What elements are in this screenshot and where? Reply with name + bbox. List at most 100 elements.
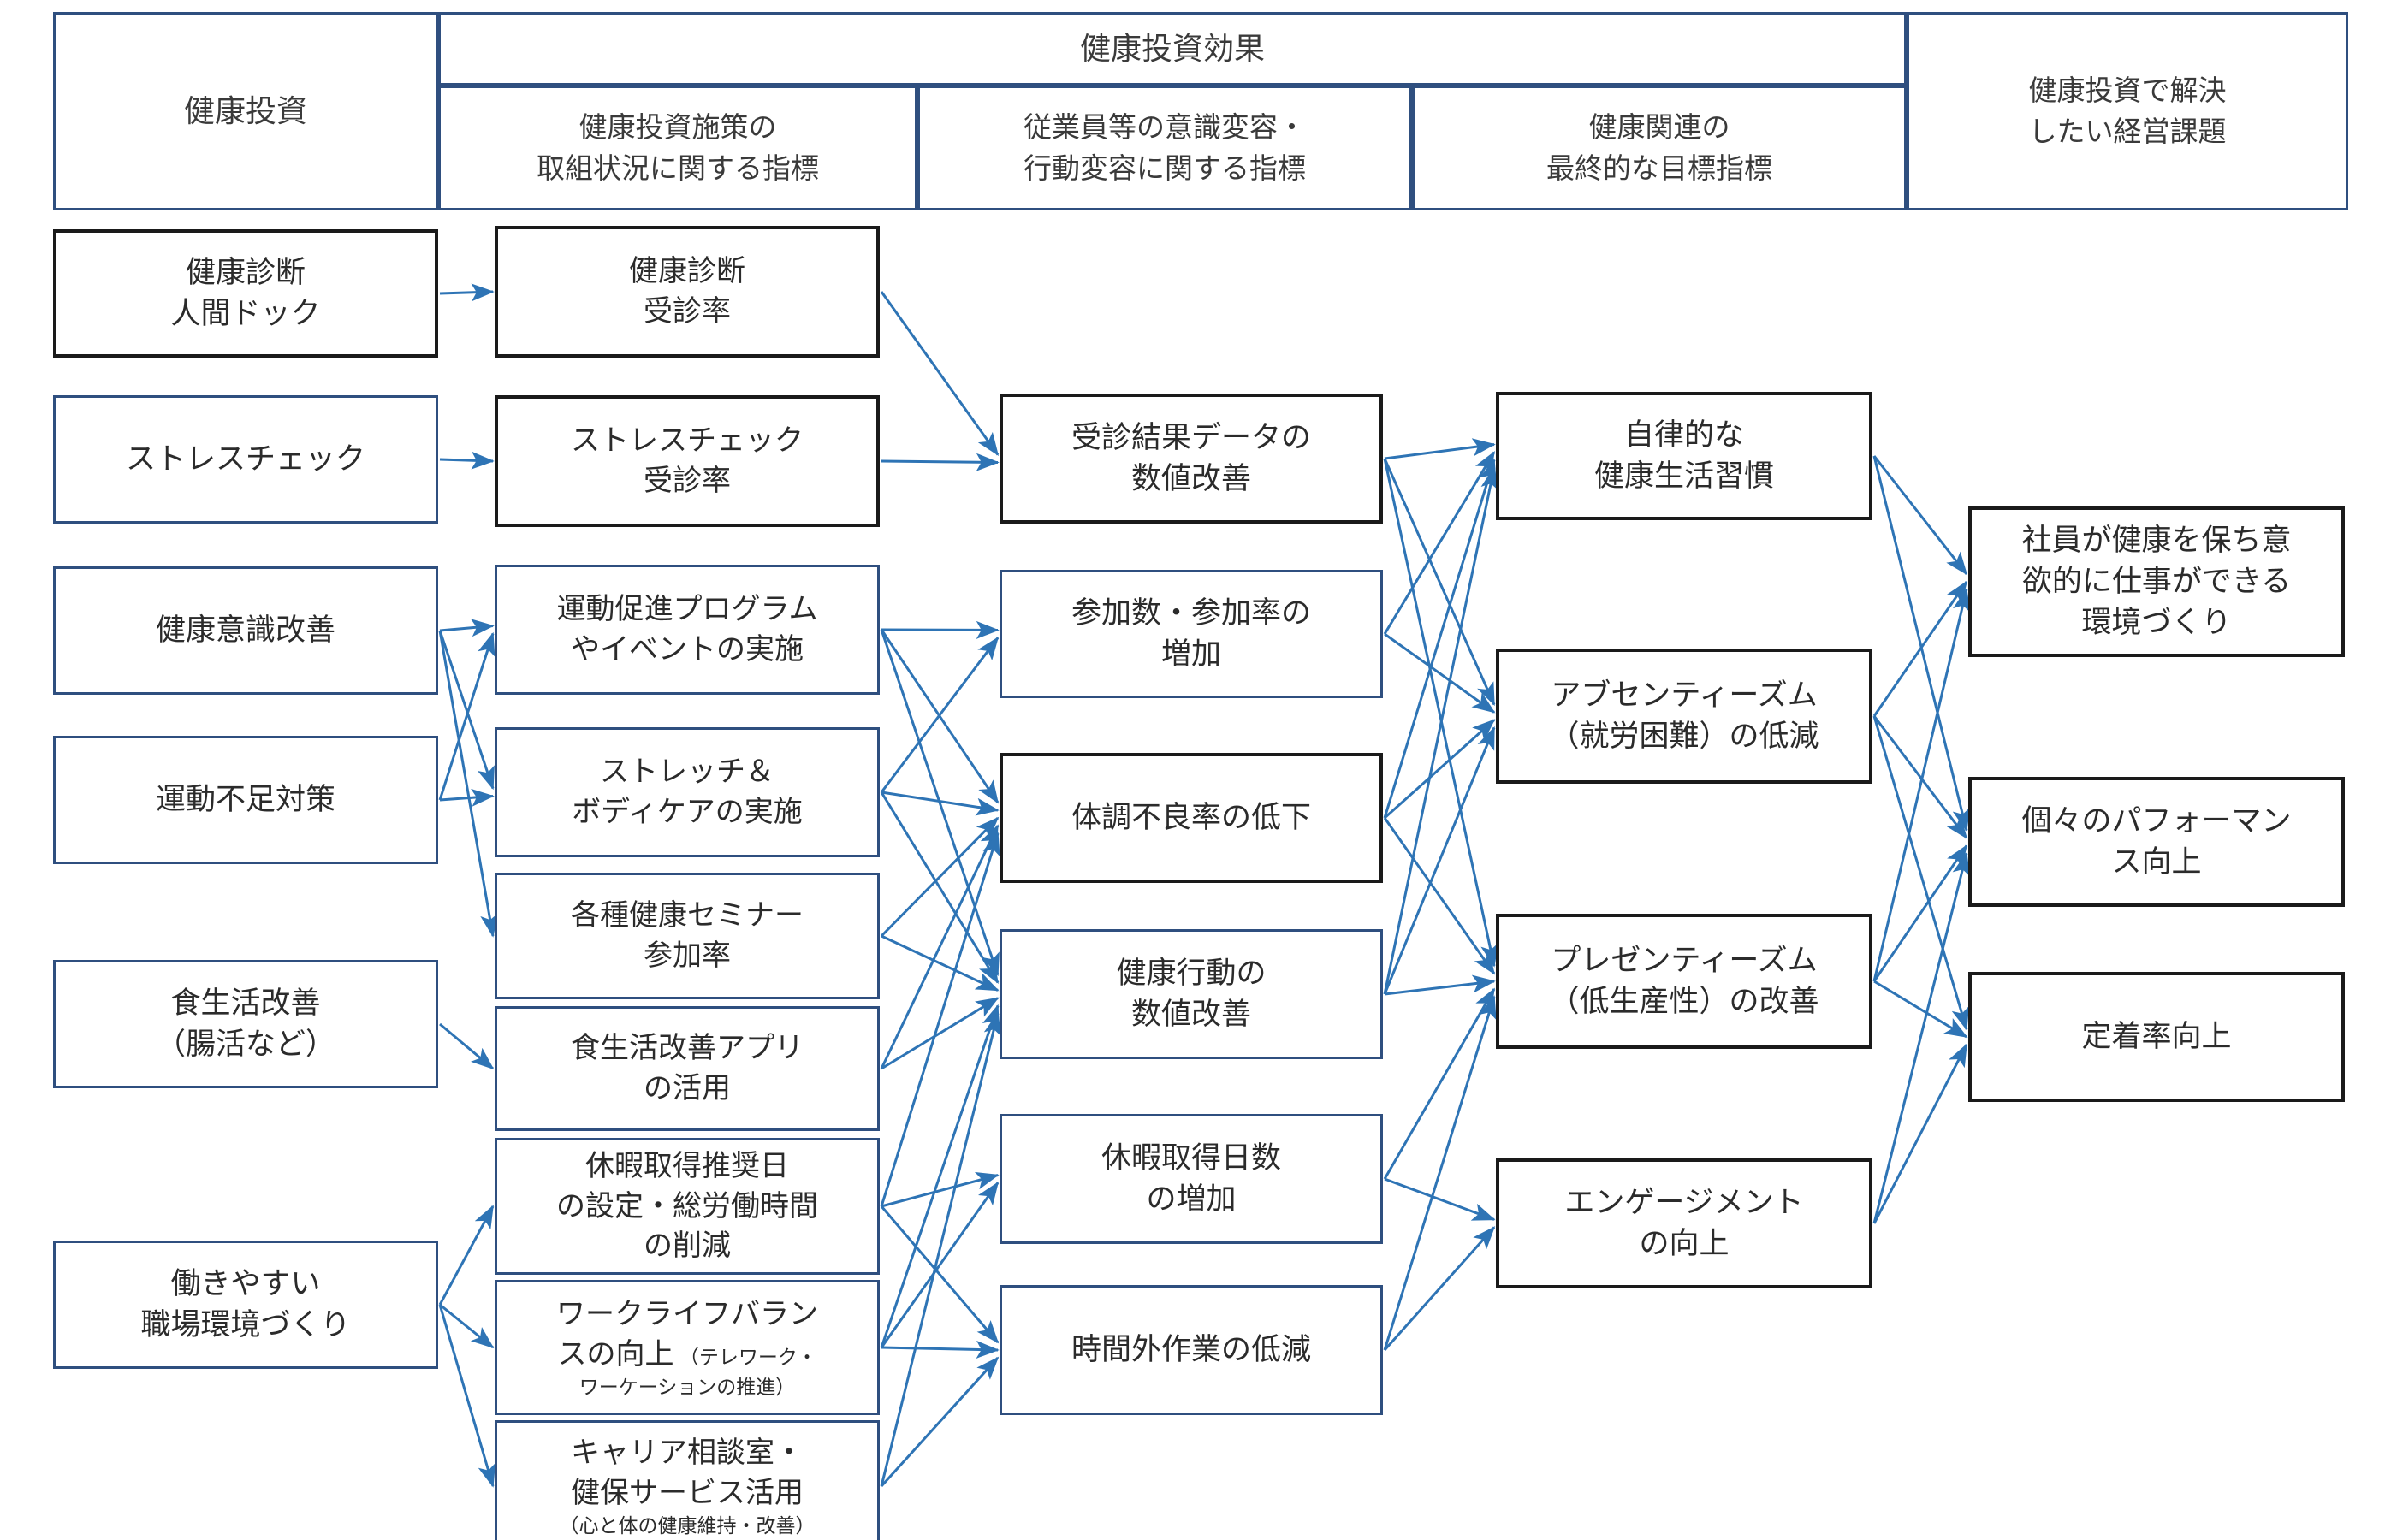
edge-m7-to-b6 xyxy=(880,1205,1000,1344)
node-behavior-b4-line2: 数値改善 xyxy=(1130,998,1251,1031)
edge-m8-to-b6 xyxy=(881,1340,1000,1359)
node-behavior-b2-line1: 参加数・参加率の xyxy=(1071,595,1311,630)
node-behavior-b1[interactable]: 受診結果データの数値改善 xyxy=(1000,394,1383,524)
edge-b2-to-t1 xyxy=(1383,450,1496,635)
node-behavior-b2[interactable]: 参加数・参加率の増加 xyxy=(1000,570,1383,698)
edge-b3-to-t1 xyxy=(1383,458,1497,819)
node-measure-m4-line2: ボディケアの実施 xyxy=(572,796,803,828)
node-target-t4[interactable]: エンゲージメントの向上 xyxy=(1496,1158,1872,1288)
edge-i4-to-m3 xyxy=(438,631,495,801)
edge-b4-to-t1 xyxy=(1383,465,1499,995)
header-col-investment-label: 健康投資 xyxy=(183,92,307,128)
node-target-t4-line1: エンゲージメント xyxy=(1564,1185,1804,1219)
edge-i3-to-m5 xyxy=(438,630,499,938)
edge-m8-to-b4 xyxy=(880,1004,1000,1348)
edge-b4-to-t3 xyxy=(1384,974,1496,996)
node-measure-m4[interactable]: ストレッチ＆ ボディケアの実施 xyxy=(495,727,880,857)
edge-b4-to-t2 xyxy=(1383,726,1496,995)
edge-t2-to-g2 xyxy=(1872,715,1968,839)
node-measure-m5[interactable]: 各種健康セミナー参加率 xyxy=(495,873,880,999)
node-investment-i5[interactable]: 食生活改善（腸活など） xyxy=(53,960,438,1088)
header-col-investment: 健康投資 xyxy=(53,12,438,210)
header-col-measures-line1: 健康投資施策の xyxy=(578,111,777,144)
node-measure-m2-line2: 受診率 xyxy=(644,465,731,497)
edge-m2-to-b1 xyxy=(881,453,1000,471)
header-col-measures-line2: 取組状況に関する指標 xyxy=(537,152,819,184)
node-measure-m2-line1: ストレスチェック xyxy=(571,424,804,458)
node-investment-i1[interactable]: 健康診断人間ドック xyxy=(53,229,438,358)
node-measure-m6-line2: の活用 xyxy=(644,1072,731,1105)
edge-t4-to-g2 xyxy=(1872,851,1971,1224)
edge-b6-to-t4 xyxy=(1383,1226,1496,1351)
node-behavior-b6[interactable]: 時間外作業の低減 xyxy=(1000,1285,1383,1415)
node-measure-m4-line1: ストレッチ＆ xyxy=(600,755,774,789)
edge-m4-to-b2 xyxy=(880,637,1000,793)
node-target-t1-line1: 自律的な xyxy=(1623,418,1744,452)
node-issue-g3[interactable]: 定着率向上 xyxy=(1968,972,2345,1102)
node-target-t1[interactable]: 自律的な健康生活習慣 xyxy=(1496,392,1872,520)
header-col-targets-line1: 健康関連の xyxy=(1588,111,1730,144)
header-col-targets: 健康関連の 最終的な目標指標 xyxy=(1412,86,1907,210)
edge-b5-to-t4 xyxy=(1384,1177,1496,1221)
node-issue-g1-line2: 欲的に仕事ができる xyxy=(2021,564,2292,598)
node-measure-m1-line2: 受診率 xyxy=(644,295,731,328)
node-issue-g2[interactable]: 個々のパフォーマンス向上 xyxy=(1968,777,2345,907)
node-measure-m5-line2: 参加率 xyxy=(644,939,731,972)
node-issue-g1[interactable]: 社員が健康を保ち意欲的に仕事ができる環境づくり xyxy=(1968,506,2345,657)
header-col-behavior-line2: 行動変容に関する指標 xyxy=(1024,152,1306,184)
node-target-t1-line2: 健康生活習慣 xyxy=(1593,459,1774,493)
node-measure-m2[interactable]: ストレスチェック受診率 xyxy=(495,395,880,527)
node-behavior-b5[interactable]: 休暇取得日数の増加 xyxy=(1000,1114,1383,1244)
node-investment-i4-line1: 運動不足対策 xyxy=(155,782,335,816)
node-behavior-b5-line2: の増加 xyxy=(1146,1182,1237,1216)
header-col-measures: 健康投資施策の 取組状況に関する指標 xyxy=(438,86,917,210)
node-behavior-b3[interactable]: 体調不良率の低下 xyxy=(1000,753,1383,883)
edge-m4-to-b3 xyxy=(881,791,1000,816)
edge-m7-to-b3 xyxy=(880,832,1000,1207)
edge-i1-to-m1 xyxy=(439,283,495,302)
node-investment-i3-line1: 健康意識改善 xyxy=(155,613,335,647)
header-col-behavior-line1: 従業員等の意識変容・ xyxy=(1024,111,1306,144)
node-target-t3-line2: （低生産性）の改善 xyxy=(1549,985,1819,1018)
edge-t2-to-g1 xyxy=(1872,580,1968,717)
edge-b6-to-t3 xyxy=(1383,995,1497,1351)
edge-m8-to-b5 xyxy=(880,1182,1000,1348)
node-investment-i3[interactable]: 健康意識改善 xyxy=(53,566,438,695)
edge-t4-to-g3 xyxy=(1872,1043,1968,1224)
node-measure-m8[interactable]: ワークライフバランスの向上 （テレワーク・ワーケーションの推進） xyxy=(495,1280,880,1415)
edge-b5-to-t3 xyxy=(1383,987,1496,1180)
edge-i3-to-m4 xyxy=(438,630,495,791)
node-measure-m1-line1: 健康診断 xyxy=(629,255,745,288)
node-measure-m6-line1: 食生活改善アプリ xyxy=(571,1032,804,1065)
node-measure-m3[interactable]: 運動促進プログラムやイベントの実施 xyxy=(495,565,880,695)
edge-t1-to-g2 xyxy=(1872,455,1971,832)
node-measure-m1[interactable]: 健康診断受診率 xyxy=(495,226,880,358)
node-target-t3[interactable]: プレゼンティーズム（低生産性）の改善 xyxy=(1496,914,1872,1049)
node-investment-i6[interactable]: 働きやすい職場環境づくり xyxy=(53,1241,438,1369)
header-group-effect: 健康投資効果 xyxy=(438,12,1907,86)
node-target-t2-line1: アブセンティーズム xyxy=(1551,678,1818,712)
node-behavior-b2-line2: 増加 xyxy=(1160,637,1221,671)
edge-m1-to-b1 xyxy=(880,291,1000,456)
node-target-t4-line2: の向上 xyxy=(1639,1227,1730,1260)
node-investment-i2[interactable]: ストレスチェック xyxy=(53,395,438,524)
node-target-t2[interactable]: アブセンティーズム（就労困難）の低減 xyxy=(1496,649,1872,784)
node-measure-m8-line2: スの向上 （テレワーク・ xyxy=(557,1338,817,1371)
node-investment-i1-line2: 人間ドック xyxy=(170,297,321,330)
node-measure-m7[interactable]: 休暇取得推奨日の設定・総労働時間の削減 xyxy=(495,1138,880,1275)
node-measure-m6[interactable]: 食生活改善アプリの活用 xyxy=(495,1006,880,1131)
node-behavior-b6-line1: 時間外作業の低減 xyxy=(1071,1332,1311,1366)
node-measure-m7-line1: 休暇取得推奨日 xyxy=(585,1149,789,1182)
node-behavior-b3-line1: 体調不良率の低下 xyxy=(1071,800,1311,834)
edge-m5-to-b3 xyxy=(880,816,1000,938)
node-measure-m7-line2: の設定・総労働時間 xyxy=(556,1189,818,1223)
node-measure-m9[interactable]: キャリア相談室・健保サービス活用（心と体の健康維持・改善） xyxy=(495,1420,880,1540)
node-measure-m9-line2: 健保サービス活用 xyxy=(571,1477,804,1510)
node-issue-g2-line1: 個々のパフォーマン xyxy=(2021,803,2292,838)
edge-t1-to-g1 xyxy=(1872,455,1968,576)
node-behavior-b4[interactable]: 健康行動の数値改善 xyxy=(1000,929,1383,1059)
edge-m7-to-b5 xyxy=(881,1171,1000,1208)
node-investment-i4[interactable]: 運動不足対策 xyxy=(53,736,438,864)
node-issue-g1-line1: 社員が健康を保ち意 xyxy=(2021,523,2292,557)
